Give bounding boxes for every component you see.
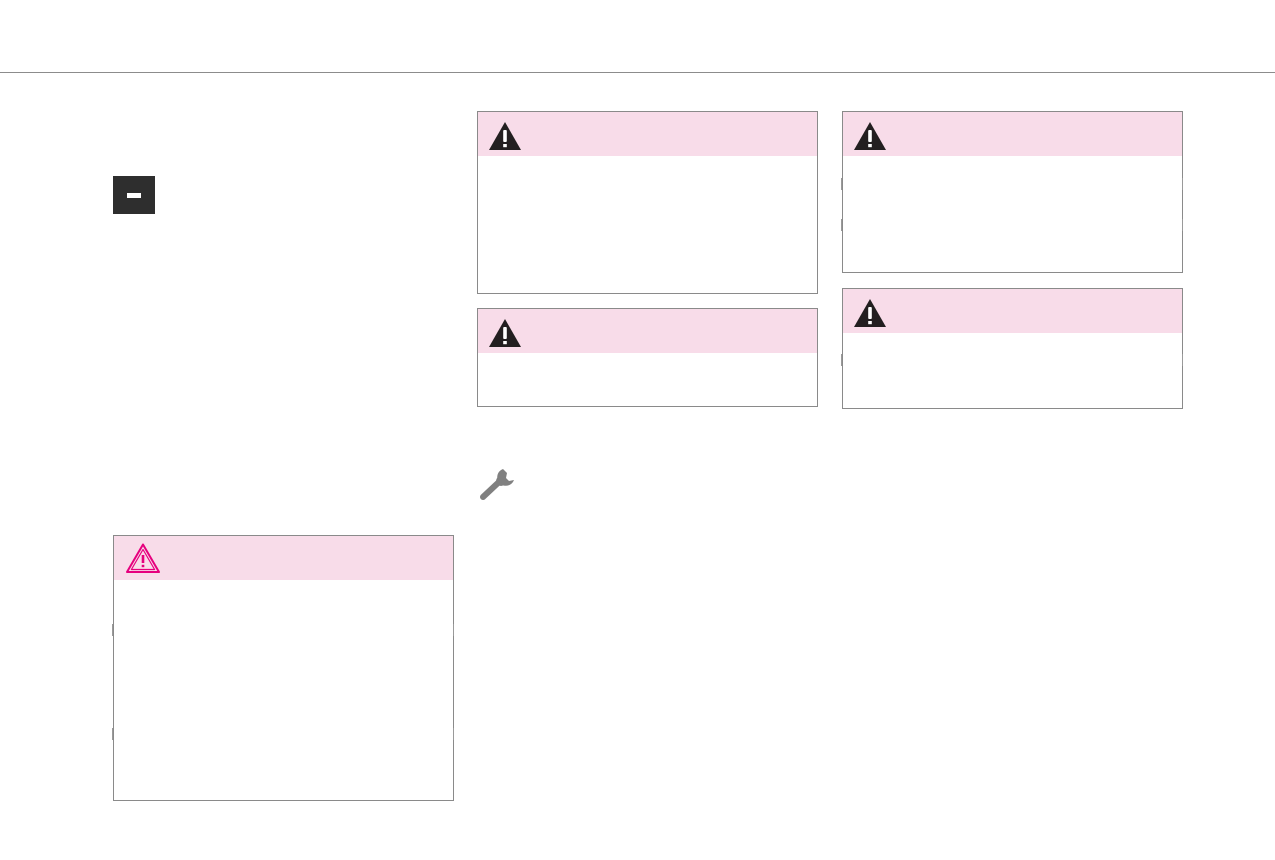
warning-box [842, 111, 1183, 273]
warning-box-header [478, 309, 817, 353]
border-tick [453, 624, 454, 636]
border-tick [112, 624, 113, 636]
border-tick [841, 219, 842, 231]
border-tick [1182, 219, 1183, 231]
caution-box [113, 535, 454, 801]
border-tick [841, 178, 842, 190]
wrench-icon [480, 469, 514, 500]
warning-box [477, 308, 818, 407]
caution-outline-triangle-icon [126, 543, 160, 573]
warning-box-header [843, 112, 1182, 156]
warning-triangle-icon [854, 122, 886, 150]
minus-icon [113, 176, 155, 214]
header-divider [0, 72, 1275, 73]
warning-box-header [478, 112, 817, 156]
warning-box [842, 288, 1183, 409]
warning-box-header [843, 289, 1182, 333]
warning-box [477, 111, 818, 294]
border-tick [453, 728, 454, 740]
border-tick [1182, 178, 1183, 190]
border-tick [1182, 354, 1183, 366]
border-tick [112, 728, 113, 740]
caution-box-header [114, 536, 453, 580]
warning-triangle-icon [489, 122, 521, 150]
warning-triangle-icon [854, 299, 886, 327]
minus-bar [127, 193, 141, 198]
border-tick [841, 354, 842, 366]
warning-triangle-icon [489, 319, 521, 347]
